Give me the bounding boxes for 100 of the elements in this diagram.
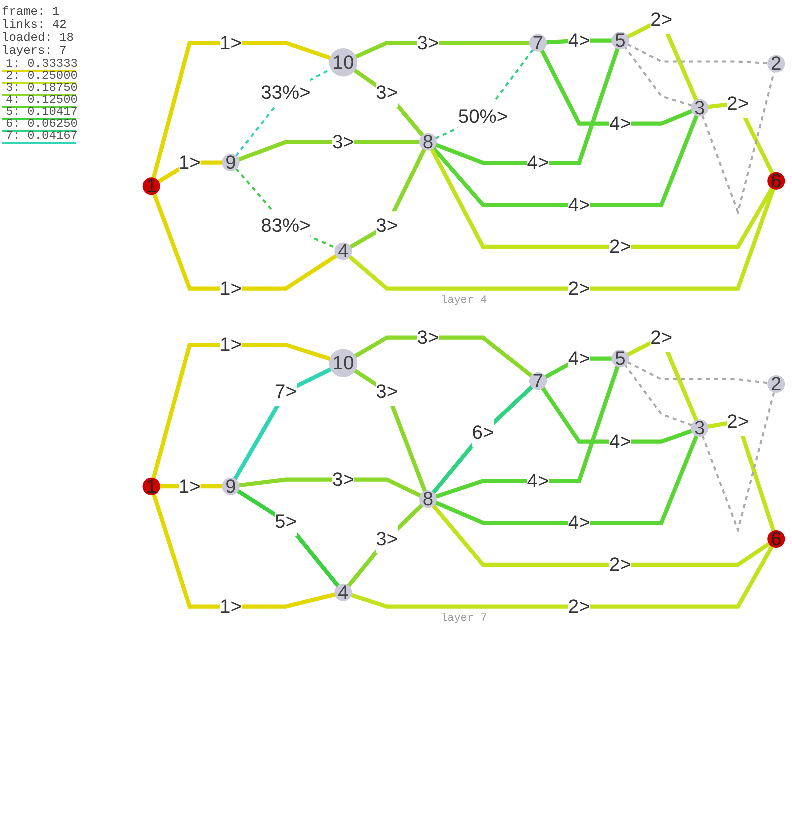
edge-label: 4> [527, 470, 550, 492]
edge-label: 4> [568, 511, 590, 534]
connector [152, 494, 336, 609]
edge-label: 4> [610, 112, 632, 134]
edge-label: 3> [332, 130, 354, 153]
edge-label: 3> [417, 326, 440, 348]
node-circle: 10 [329, 349, 358, 378]
connector [236, 168, 336, 250]
edge-label: 1> [220, 333, 242, 356]
edge-label: 4> [610, 430, 632, 452]
edge-label: 2> [568, 595, 590, 618]
connector [432, 504, 771, 567]
edge-label: 2> [650, 8, 673, 30]
edge-label: 3> [376, 214, 398, 236]
connector [236, 489, 340, 588]
node-circle: 5 [612, 350, 630, 368]
edge-label: 3> [376, 81, 398, 104]
connector [624, 46, 692, 107]
edge-label: 3> [376, 528, 398, 550]
legend-label: 3: 0.18750 [6, 82, 78, 94]
status-text: loaded: 18 [2, 32, 74, 45]
legend-label: 1: 0.33333 [6, 58, 78, 70]
connector [627, 362, 768, 384]
node-circle: 8 [419, 133, 437, 151]
legend-label: 4: 0.12500 [6, 94, 78, 106]
node-circle: 2 [768, 55, 786, 73]
node-circle: 4 [334, 242, 352, 260]
node-circle: 1 [142, 478, 160, 496]
connector [624, 364, 693, 427]
connector [347, 504, 424, 588]
legend-label: 2: 0.25000 [6, 70, 78, 82]
edge-label: 4> [527, 151, 550, 174]
node-circle: 2 [768, 375, 786, 394]
node-circle: 3 [691, 420, 709, 438]
legend-label: 7: 0.04167 [6, 130, 78, 142]
connector [350, 545, 774, 609]
edge-label: 2> [568, 277, 590, 300]
connector [435, 48, 620, 166]
connector [435, 48, 534, 140]
edge-label: 3> [332, 468, 354, 490]
edge-label: 1> [220, 277, 242, 300]
node-circle: 6 [768, 530, 786, 548]
panel-caption: layer 4 [441, 295, 488, 307]
connector [152, 193, 338, 291]
edge-label: 2> [727, 410, 750, 432]
connector [434, 435, 699, 526]
connector [432, 114, 699, 208]
edge-label: 2> [650, 326, 673, 348]
connector [348, 188, 776, 291]
node-circle: 9 [222, 154, 240, 172]
edge-label: 2> [610, 235, 632, 258]
connector [238, 140, 420, 162]
edge-label: 6> [472, 421, 494, 444]
connector [435, 366, 620, 499]
node-circle: 4 [334, 584, 352, 602]
connector [233, 367, 332, 481]
node-circle: 5 [612, 32, 630, 50]
connector [354, 368, 428, 493]
node-circle: 7 [529, 372, 548, 390]
edge-label: 50%> [458, 104, 508, 127]
node-circle: 6 [768, 172, 786, 190]
node-circle: 7 [529, 34, 548, 52]
edge-label: 2> [610, 553, 632, 576]
legend-label: 6: 0.06250 [6, 118, 78, 130]
status-text: layers: 7 [2, 45, 67, 58]
edge-label: 1> [178, 474, 201, 497]
edge-label: 1> [220, 595, 242, 618]
connector [238, 478, 422, 498]
node-circle: 9 [222, 478, 240, 496]
connector [349, 148, 426, 250]
edge-label: 4> [568, 193, 590, 216]
panel-caption: layer 7 [441, 613, 488, 625]
connector [353, 68, 425, 138]
node-circle: 10 [329, 48, 358, 77]
edge-label: 33%> [261, 81, 311, 104]
connector [541, 386, 693, 444]
edge-label: 1> [178, 151, 201, 174]
node-circle: 3 [691, 99, 709, 117]
connector [152, 41, 332, 180]
edge-label: 7> [275, 380, 297, 402]
connector [354, 41, 530, 60]
connector [432, 385, 534, 495]
edge-label: 83%> [261, 214, 311, 236]
connector [540, 49, 694, 126]
connector [430, 148, 774, 249]
edge-label: 1> [220, 31, 242, 54]
connector [627, 44, 768, 65]
edge-label: 4> [568, 347, 590, 370]
edge-label: 4> [568, 29, 590, 52]
status-text: frame: 1 [2, 6, 60, 19]
edge-label: 5> [275, 510, 297, 532]
edge-label: 3> [417, 31, 440, 54]
edge-label: 2> [727, 92, 750, 114]
legend-label: 5: 0.10417 [6, 106, 78, 118]
node-circle: 1 [142, 178, 160, 196]
node-circle: 8 [419, 490, 437, 508]
connector [152, 343, 332, 480]
connector [354, 336, 534, 378]
edge-label: 3> [376, 380, 398, 402]
status-text: links: 42 [2, 19, 67, 32]
